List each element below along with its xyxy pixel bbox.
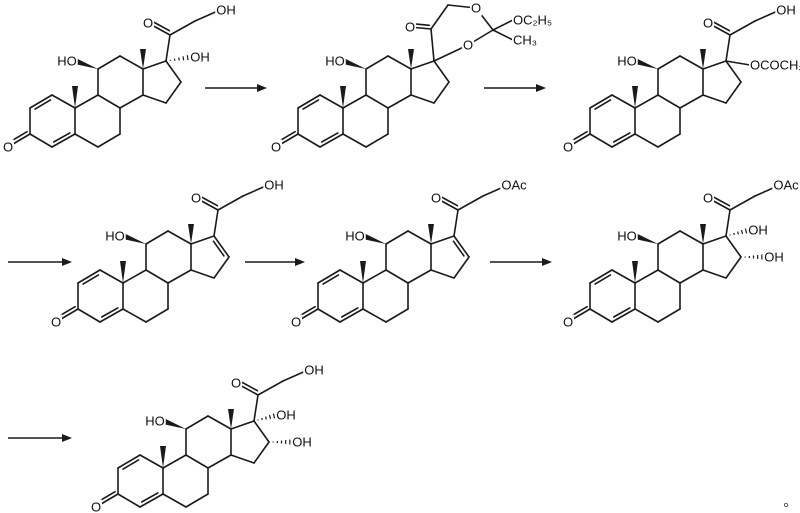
c11-hydroxyl-label: HO bbox=[57, 54, 77, 69]
c21-hydroxyl-label: OH bbox=[264, 178, 284, 193]
c21-hydroxyl-label: OH bbox=[776, 3, 796, 18]
c11-hydroxyl-label: HO bbox=[105, 229, 125, 244]
methyl-label: CH₃ bbox=[513, 33, 537, 48]
compound-5: HO O O OAc bbox=[289, 177, 529, 330]
c3-ketone-oxygen-label: O bbox=[3, 140, 13, 155]
arrow-1 bbox=[205, 84, 267, 92]
c11-hydroxyl-label: HO bbox=[617, 54, 637, 69]
c20-ketone-oxygen-label: O bbox=[703, 16, 713, 31]
c17-hydroxyl-label: OH bbox=[276, 408, 296, 423]
arrow-4 bbox=[245, 258, 305, 266]
c3-ketone-oxygen-label: O bbox=[91, 500, 101, 513]
c20-ketone-oxygen-label: O bbox=[703, 191, 713, 206]
arrow-5 bbox=[490, 258, 552, 266]
c3-ketone-oxygen-label: O bbox=[563, 140, 573, 155]
compound-4: HO O O OH bbox=[49, 177, 285, 330]
c21-hydroxyl-label: OH bbox=[304, 363, 324, 378]
c21-hydroxyl-label: OH bbox=[216, 3, 236, 18]
c3-ketone-oxygen-label: O bbox=[291, 315, 301, 330]
dioxane-oxygen-2-label: O bbox=[463, 38, 473, 53]
c16-hydroxyl-label: OH bbox=[292, 435, 312, 450]
c11-hydroxyl-label: HO bbox=[617, 229, 637, 244]
compound-3: HO O O OH OCOCH₃ bbox=[561, 2, 800, 155]
c11-hydroxyl-label: HO bbox=[345, 229, 365, 244]
c3-ketone-oxygen-label: O bbox=[563, 315, 573, 330]
c3-ketone-oxygen-label: O bbox=[271, 140, 281, 155]
c21-acetoxy-label: OAc bbox=[773, 178, 799, 193]
c16-hydroxyl-label: OH bbox=[764, 250, 784, 265]
c11-hydroxyl-label: HO bbox=[325, 54, 345, 69]
c21-acetoxy-label: OAc bbox=[501, 178, 527, 193]
compound-1: HO O O OH OH bbox=[1, 2, 237, 155]
compound-2: HO O O O O OC₂H₅ CH₃ bbox=[269, 0, 554, 155]
arrow-2 bbox=[484, 84, 546, 92]
ethoxy-label: OC₂H₅ bbox=[513, 13, 552, 28]
ring-ketone-oxygen-label: O bbox=[405, 20, 415, 35]
c20-ketone-oxygen-label: O bbox=[143, 16, 153, 31]
dioxane-oxygen-1-label: O bbox=[471, 1, 481, 16]
c11-hydroxyl-label: HO bbox=[145, 414, 165, 429]
c17-hydroxyl-label: OH bbox=[748, 223, 768, 238]
compound-7: HO O O OH OH OH bbox=[89, 362, 325, 513]
c20-ketone-oxygen-label: O bbox=[231, 376, 241, 391]
c17-acetate-label: OCOCH₃ bbox=[750, 58, 800, 73]
trailing-mark: 。 bbox=[783, 494, 796, 509]
c20-ketone-oxygen-label: O bbox=[431, 191, 441, 206]
c3-ketone-oxygen-label: O bbox=[51, 315, 61, 330]
c20-ketone-oxygen-label: O bbox=[191, 191, 201, 206]
c17-hydroxyl-label: OH bbox=[190, 50, 210, 65]
arrow-6 bbox=[8, 434, 72, 442]
arrow-3 bbox=[8, 258, 72, 266]
